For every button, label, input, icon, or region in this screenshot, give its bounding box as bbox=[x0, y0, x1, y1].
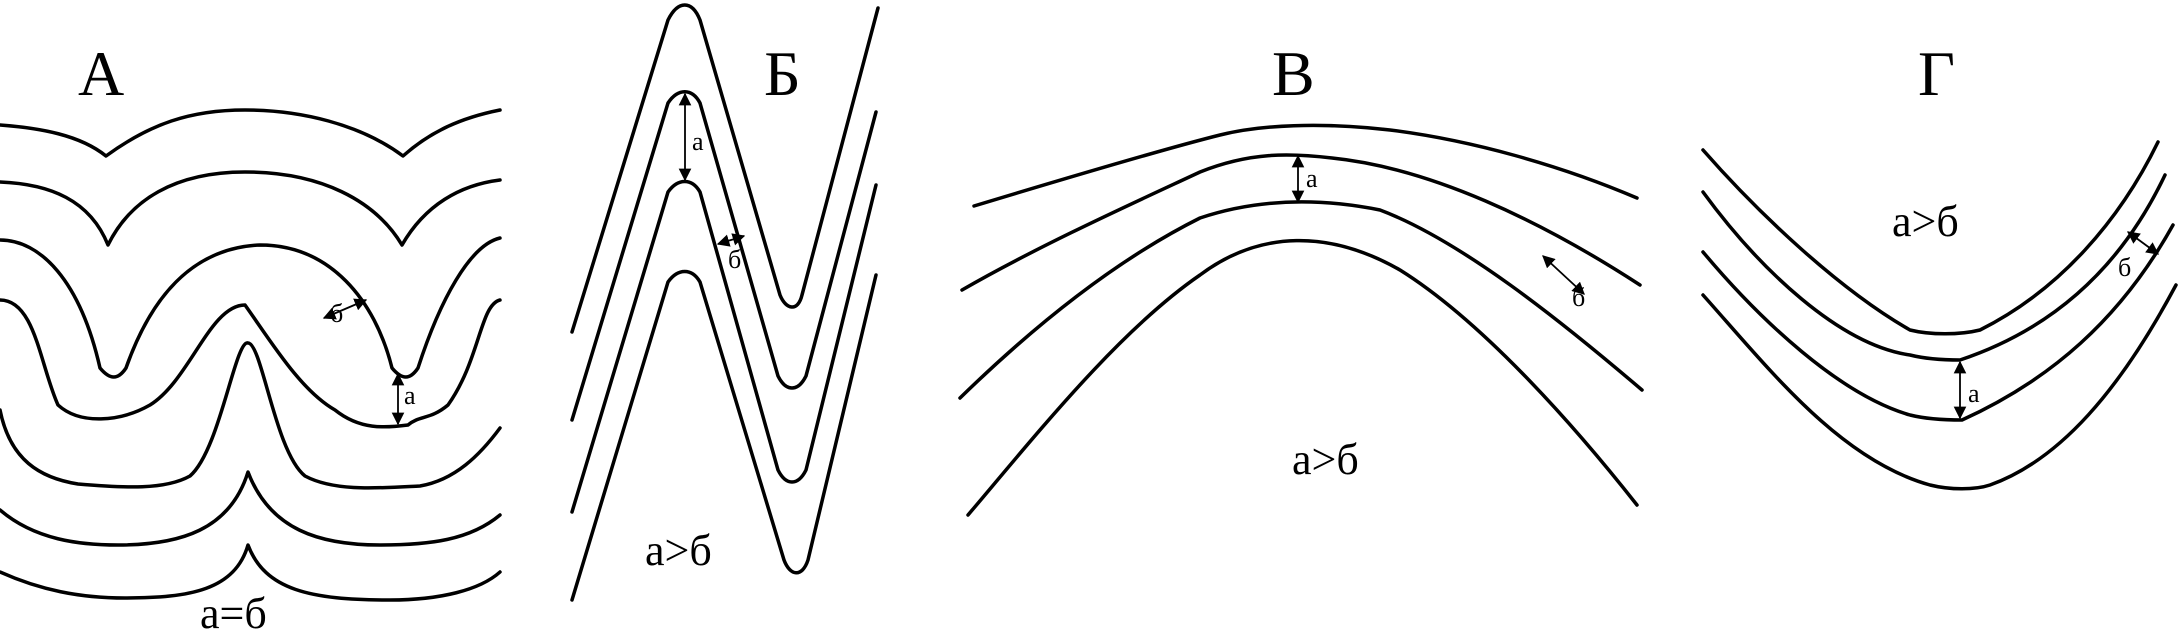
panel-v-mark-b: б bbox=[1572, 283, 1585, 312]
panel-v-layer-4 bbox=[966, 238, 1639, 517]
panel-a-layer-6 bbox=[0, 470, 502, 547]
panel-b-label: Б bbox=[764, 38, 801, 109]
panel-g-mark-b: б bbox=[2118, 253, 2131, 282]
panel-v-layer-3 bbox=[958, 200, 1644, 400]
panel-b-layer-4 bbox=[570, 269, 878, 602]
panel-a-label: А bbox=[78, 38, 124, 109]
panel-a-layer-4 bbox=[0, 298, 502, 429]
panel-a: А а б а=б bbox=[0, 38, 502, 629]
panel-v-layer-1 bbox=[972, 123, 1639, 208]
panel-a-mark-a: а bbox=[404, 381, 416, 410]
panel-v-layer-2 bbox=[960, 153, 1642, 292]
panel-g-layer-3 bbox=[1701, 223, 2175, 422]
panel-v-label: В bbox=[1272, 38, 1315, 109]
panel-g-label: Г bbox=[1918, 38, 1955, 109]
panel-b-caption: а>б bbox=[645, 526, 712, 575]
panel-v-caption: а>б bbox=[1292, 435, 1359, 484]
panel-b-mark-a: а bbox=[692, 127, 704, 156]
panel-g-caption: а>б bbox=[1892, 197, 1959, 246]
panel-b-measure-b bbox=[716, 233, 746, 247]
panel-b-mark-b: б bbox=[728, 245, 741, 274]
panel-g-mark-a: а bbox=[1968, 379, 1980, 408]
panel-b-layer-1 bbox=[570, 3, 880, 334]
panel-g-measure-b bbox=[2126, 231, 2160, 255]
panel-g-layer-4 bbox=[1701, 283, 2178, 491]
panel-a-caption: а=б bbox=[200, 589, 267, 629]
panel-a-layer-2 bbox=[0, 170, 502, 247]
panel-v: В а б а>б bbox=[958, 38, 1644, 517]
panel-a-mark-b: б bbox=[330, 299, 343, 328]
panel-g-layer-2 bbox=[1701, 173, 2167, 362]
panel-b-layer-3 bbox=[570, 179, 878, 514]
panel-g-layer-1 bbox=[1701, 140, 2160, 336]
panel-b: Б а б а>б bbox=[570, 3, 880, 602]
panel-v-measure-b bbox=[1542, 255, 1585, 295]
panel-a-measure-b bbox=[322, 298, 368, 320]
panel-a-layer-3 bbox=[0, 236, 502, 379]
panel-a-layer-1 bbox=[0, 108, 502, 158]
panel-g: Г а б а>б bbox=[1701, 38, 2178, 491]
panel-v-mark-a: а bbox=[1306, 164, 1318, 193]
panel-a-layer-7 bbox=[0, 543, 502, 602]
panel-a-layer-5 bbox=[0, 341, 502, 490]
